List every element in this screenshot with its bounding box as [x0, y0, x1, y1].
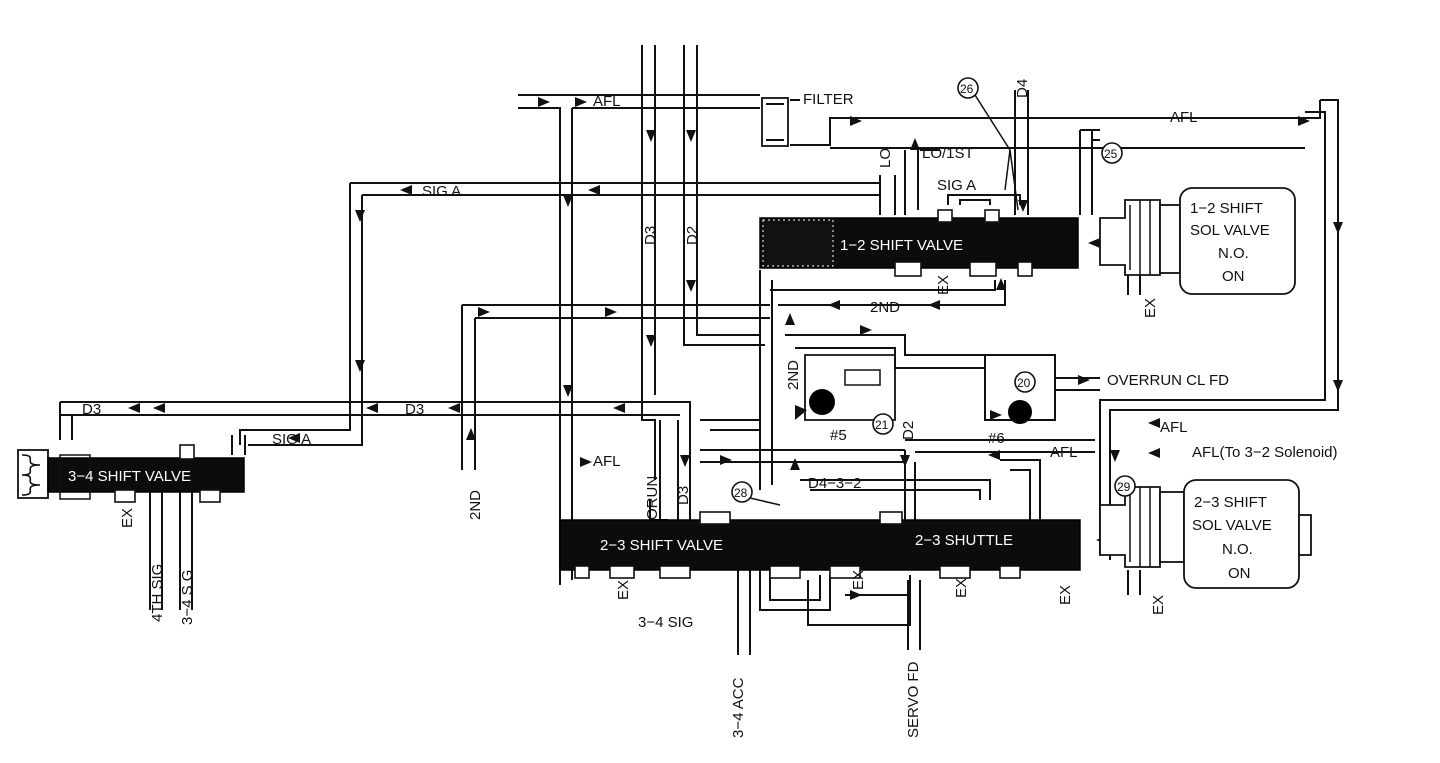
- label-filter: FILTER: [803, 91, 854, 108]
- callout-26: 26: [960, 82, 974, 96]
- label-sig-a-top: SIG A: [937, 177, 976, 194]
- label-d3-left: D3: [82, 401, 101, 418]
- label-overrun-cl-fd: OVERRUN CL FD: [1107, 372, 1229, 389]
- labels-vertical: D4 LO D3 D2 EX EX 2ND D2 2ND ORUN D3 EX …: [119, 79, 1167, 738]
- sol-2-3-line4: ON: [1228, 565, 1251, 582]
- label-ex-23a: EX: [615, 580, 632, 600]
- label-d4: D4: [1014, 79, 1031, 98]
- valve-3-4-label: 3−4 SHIFT VALVE: [68, 468, 191, 485]
- label-afl-to-32: AFL(To 3−2 Solenoid): [1192, 444, 1338, 461]
- label-servo-fd: SERVO FD: [905, 661, 922, 738]
- check-5-label: #5: [830, 427, 847, 444]
- shift-valve-2-3: 2−3 SHIFT VALVE 2−3 SHUTTLE: [559, 511, 1081, 579]
- fluid-passages: [59, 45, 1339, 655]
- label-d3-top: D3: [642, 226, 659, 245]
- label-2nd-mid: 2ND: [870, 299, 900, 316]
- label-d2-top: D2: [684, 226, 701, 245]
- shift-valve-3-4: 3−4 SHIFT VALVE: [17, 444, 245, 503]
- label-afl-left: AFL: [593, 453, 621, 470]
- label-lo-1st: LO/1ST: [922, 145, 974, 162]
- solenoid-2-3: 2−3 SHIFT SOL VALVE N.O. ON: [1099, 479, 1312, 589]
- label-ex-sol12: EX: [1142, 298, 1159, 318]
- check-ball-6-ball: [1008, 400, 1032, 424]
- valve-1-2-label: 1−2 SHIFT VALVE: [840, 237, 963, 254]
- label-d3-mid: D3: [405, 401, 424, 418]
- label-2nd-vert: 2ND: [785, 360, 802, 390]
- sol-2-3-line1: 2−3 SHIFT: [1194, 494, 1267, 511]
- sol-1-2-line2: SOL VALVE: [1190, 222, 1270, 239]
- shift-valve-1-2: 1−2 SHIFT VALVE: [759, 209, 1079, 277]
- callout-28: 28: [734, 486, 748, 500]
- valve-2-3-label: 2−3 SHIFT VALVE: [600, 537, 723, 554]
- shuttle-label: 2−3 SHUTTLE: [915, 532, 1013, 549]
- label-ex-12: EX: [935, 275, 952, 295]
- check-ball-5-ball: [809, 389, 835, 415]
- sol-2-3-line3: N.O.: [1222, 541, 1253, 558]
- label-d3-lower: D3: [675, 486, 692, 505]
- label-ex-23b: EX: [850, 570, 867, 590]
- label-ex-shuttle: EX: [953, 578, 970, 598]
- labels-horizontal: AFL FILTER AFL LO/1ST SIG A SIG A 2ND OV…: [82, 91, 1338, 631]
- label-afl-lower: AFL: [1160, 419, 1188, 436]
- sol-1-2-line3: N.O.: [1218, 245, 1249, 262]
- label-ex-sol23: EX: [1150, 595, 1167, 615]
- callouts: 26 25 20 21 28 29: [731, 77, 1136, 506]
- check-6-label: #6: [988, 430, 1005, 447]
- filter-element: [761, 97, 789, 147]
- check-ball-6: #6: [988, 400, 1032, 447]
- label-orun: ORUN: [644, 476, 661, 520]
- callout-29: 29: [1117, 480, 1131, 494]
- label-4th-sig: 4TH SIG: [149, 564, 166, 622]
- label-lo: LO: [877, 148, 894, 168]
- label-34-sg: 3−4 S G: [179, 570, 196, 625]
- label-sig-a-left: SIG A: [422, 183, 461, 200]
- callout-20: 20: [1017, 376, 1031, 390]
- callout-21: 21: [875, 418, 889, 432]
- label-ex-shuttle2: EX: [1057, 585, 1074, 605]
- label-afl-right: AFL: [1170, 109, 1198, 126]
- label-34-sig: 3−4 SIG: [638, 614, 693, 631]
- sol-1-2-line4: ON: [1222, 268, 1245, 285]
- check-ball-5: #5: [804, 354, 896, 444]
- label-afl-shuttle: AFL: [1050, 444, 1078, 461]
- label-2nd-left: 2ND: [467, 490, 484, 520]
- label-d2-check: D2: [900, 421, 917, 440]
- label-34-acc: 3−4 ACC: [730, 677, 747, 738]
- label-d432: D4−3−2: [808, 475, 861, 492]
- solenoid-1-2: 1−2 SHIFT SOL VALVE N.O. ON: [1099, 187, 1296, 295]
- sol-1-2-line1: 1−2 SHIFT: [1190, 200, 1263, 217]
- label-ex-34: EX: [119, 508, 136, 528]
- callout-25: 25: [1104, 147, 1118, 161]
- label-sig-a-valve: SIG A: [272, 431, 311, 448]
- sol-2-3-line2: SOL VALVE: [1192, 517, 1272, 534]
- label-afl-top: AFL: [593, 93, 621, 110]
